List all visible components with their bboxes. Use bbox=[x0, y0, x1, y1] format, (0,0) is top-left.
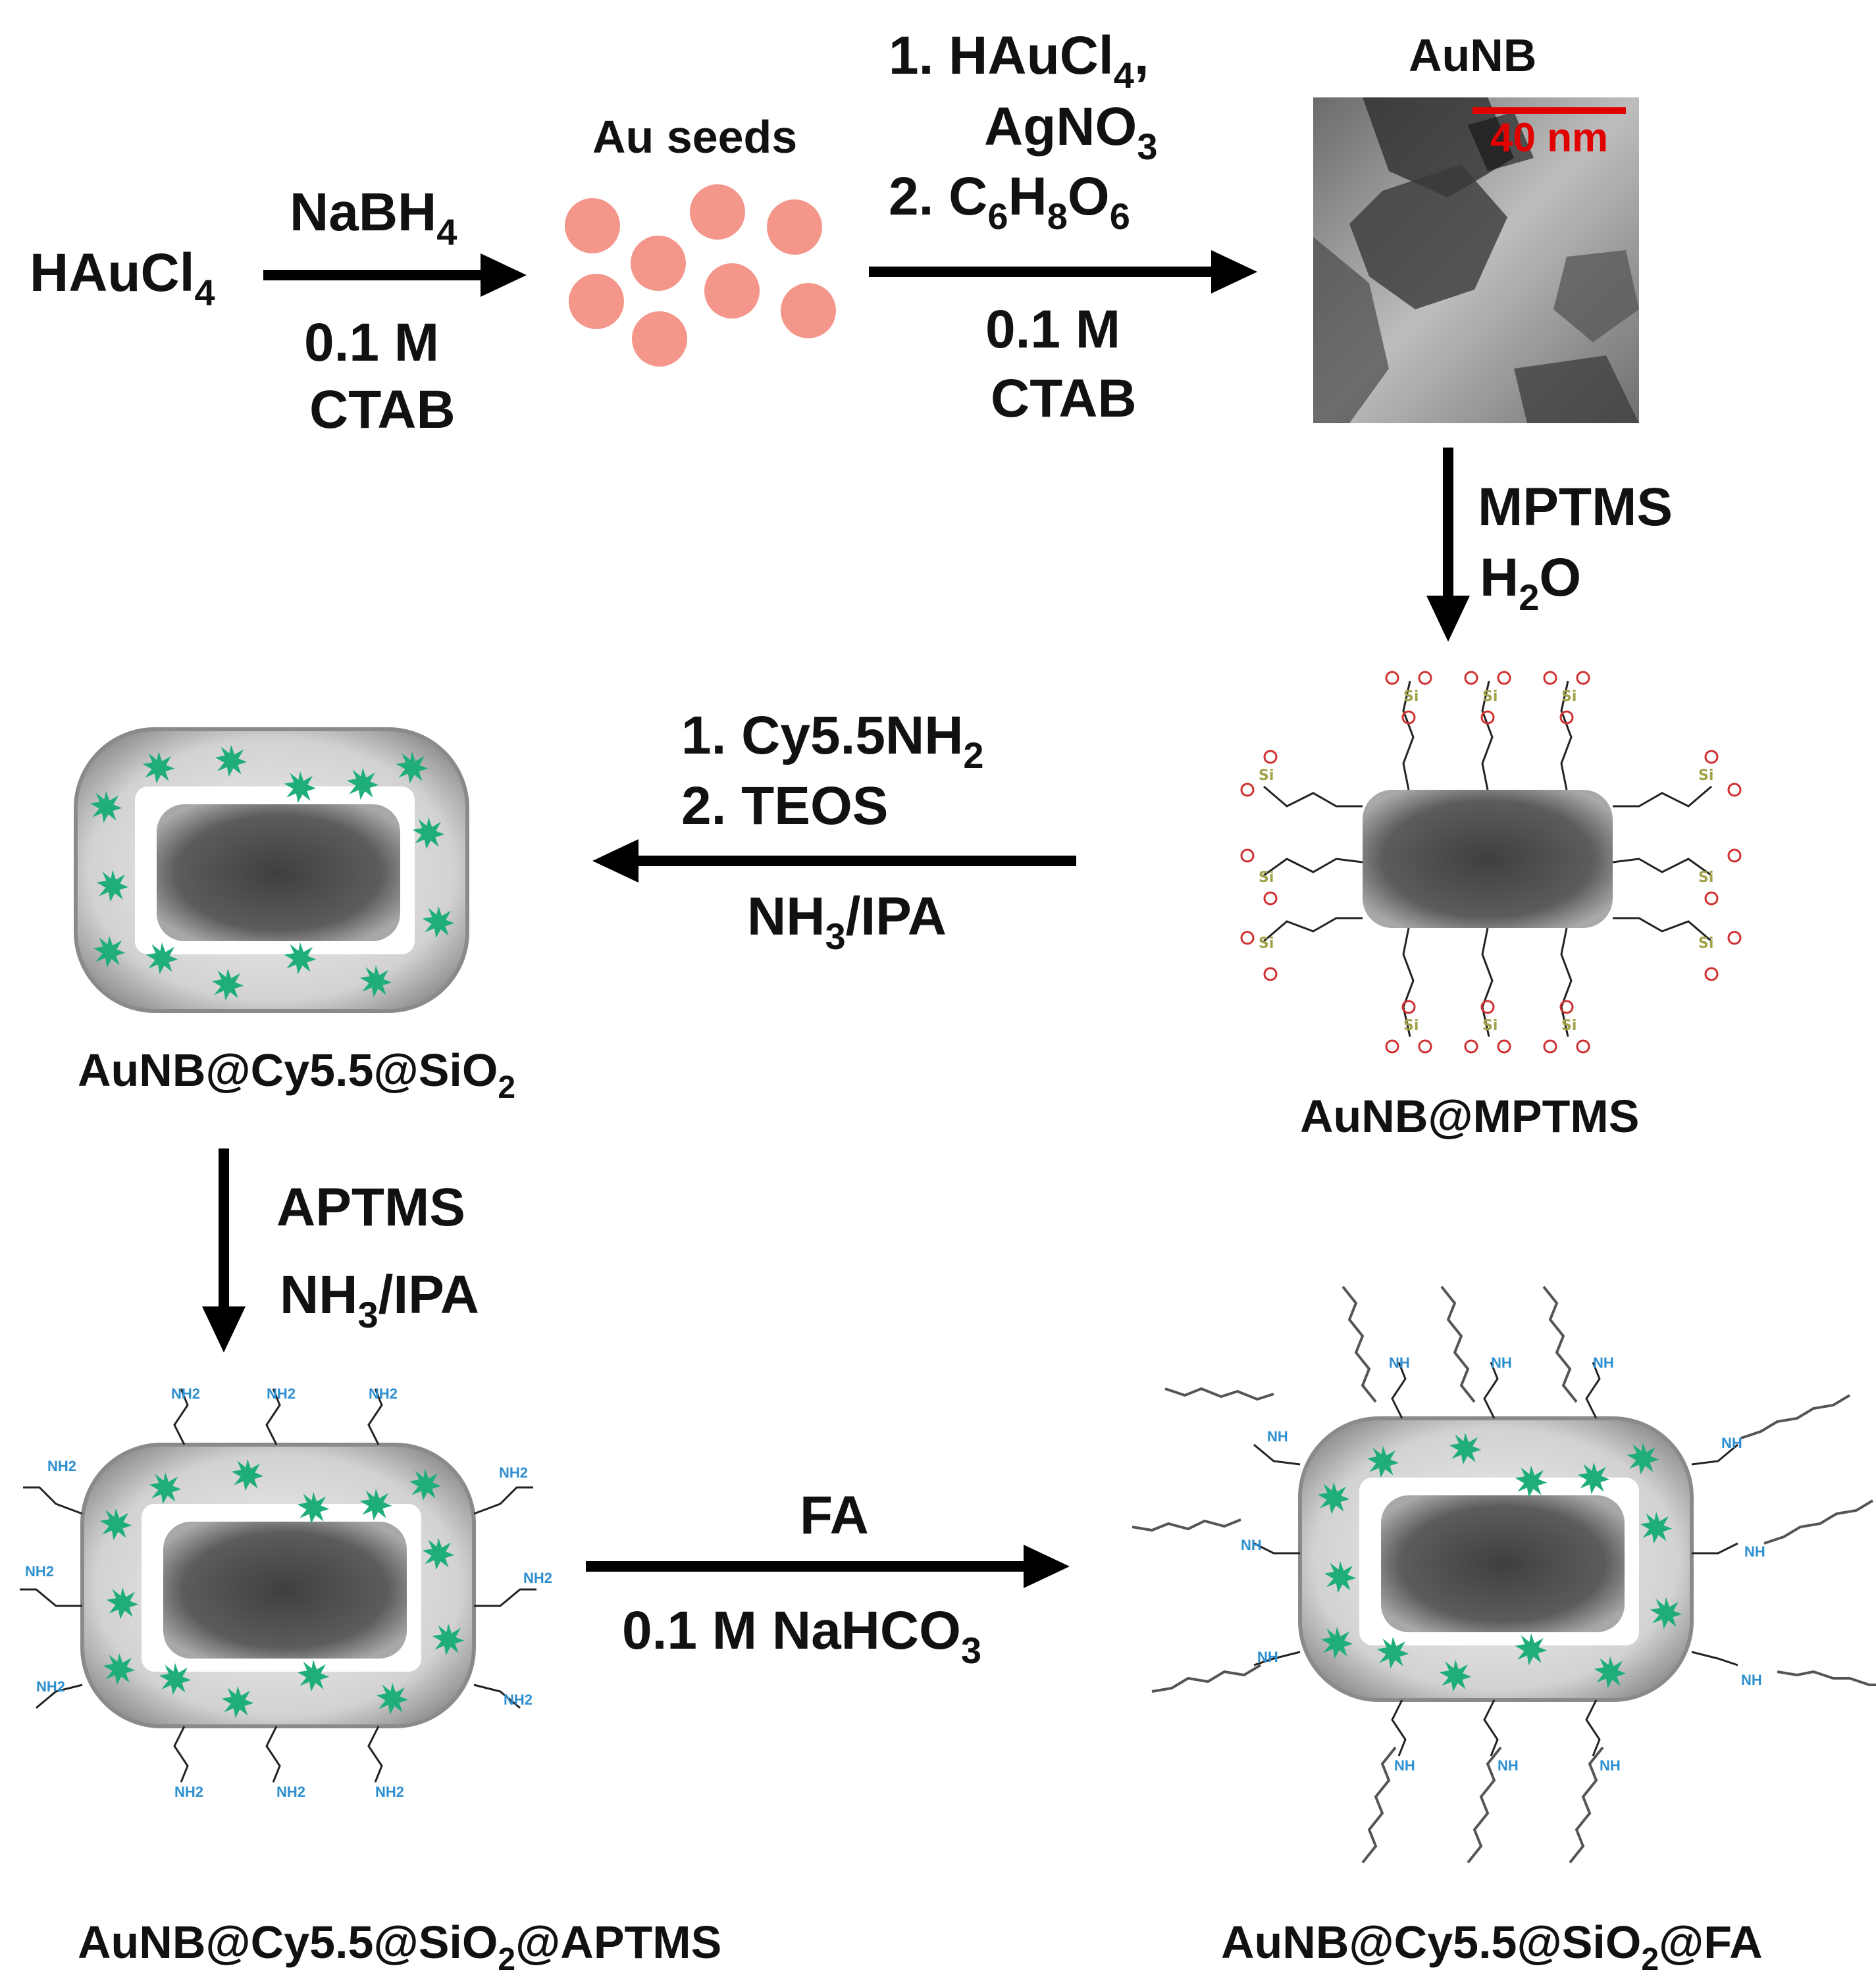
arrow-step6 bbox=[586, 1545, 1070, 1588]
svg-text:NH: NH bbox=[1241, 1537, 1262, 1553]
svg-text:NH: NH bbox=[1498, 1757, 1519, 1774]
step2-surfactant: CTAB bbox=[991, 369, 1137, 428]
aunb-aptms-label: AuNB@Cy5.5@SiO2@APTMS bbox=[78, 1917, 721, 1977]
arrow-step3 bbox=[1426, 448, 1470, 642]
svg-text:NH: NH bbox=[1721, 1435, 1742, 1451]
step6-buffer: 0.1 M NaHCO3 bbox=[622, 1601, 981, 1671]
seed bbox=[767, 199, 822, 255]
svg-text:Si: Si bbox=[1482, 1018, 1498, 1034]
tem-image: 40 nm bbox=[1313, 97, 1639, 423]
seed bbox=[631, 236, 686, 291]
step4-reagent-1: 1. Cy5.5NH2 bbox=[681, 706, 984, 776]
svg-text:NH2: NH2 bbox=[267, 1385, 296, 1402]
step4-solvent: NH3/IPA bbox=[747, 887, 947, 957]
amine-groups: NH2 NH2 NH2 NH2 NH2 NH2 NH2 NH2 NH2 NH2 … bbox=[25, 1385, 552, 1800]
svg-text:Si: Si bbox=[1482, 688, 1498, 705]
svg-text:NH2: NH2 bbox=[523, 1570, 552, 1586]
svg-text:Si: Si bbox=[1698, 767, 1713, 784]
svg-text:NH2: NH2 bbox=[276, 1784, 305, 1800]
svg-text:NH: NH bbox=[1741, 1672, 1762, 1688]
svg-text:Si: Si bbox=[1259, 869, 1274, 886]
gold-core bbox=[163, 1522, 407, 1659]
folate-molecules bbox=[1132, 1285, 1876, 1864]
scale-bar-text: 40 nm bbox=[1490, 115, 1608, 161]
svg-text:NH2: NH2 bbox=[499, 1464, 528, 1481]
svg-text:NH: NH bbox=[1257, 1649, 1278, 1665]
svg-text:NH2: NH2 bbox=[504, 1691, 533, 1708]
svg-text:Si: Si bbox=[1561, 688, 1576, 705]
svg-text:Si: Si bbox=[1403, 688, 1419, 705]
step2-reagent-1: 1. HAuCl4, bbox=[889, 26, 1149, 96]
gold-core bbox=[1363, 790, 1613, 928]
mptms-chains bbox=[1263, 681, 1712, 1037]
svg-text:Si: Si bbox=[1698, 869, 1713, 886]
methoxy-groups bbox=[1240, 671, 1742, 1054]
au-seeds-particles bbox=[565, 184, 836, 367]
aunb-cy55-sio2-particle bbox=[74, 727, 469, 1013]
svg-text:NH2: NH2 bbox=[375, 1784, 404, 1800]
step3-reagent-2: H2O bbox=[1480, 548, 1581, 618]
seed bbox=[632, 311, 687, 367]
svg-text:NH2: NH2 bbox=[25, 1563, 54, 1580]
svg-text:NH: NH bbox=[1744, 1543, 1765, 1560]
svg-text:NH: NH bbox=[1389, 1354, 1410, 1371]
step2-conc: 0.1 M bbox=[985, 299, 1120, 359]
seed bbox=[690, 184, 745, 240]
step2-reagent-2: 2. C6H8O6 bbox=[889, 167, 1130, 237]
aunb-label: AuNB bbox=[1409, 30, 1536, 81]
seed bbox=[704, 263, 760, 319]
gold-core bbox=[157, 804, 400, 941]
nh-groups: NH NH NH NH NH NH NH NH NH NH NH NH bbox=[1241, 1354, 1765, 1774]
aptms-chains bbox=[20, 1388, 536, 1783]
aunb-mptms-label: AuNB@MPTMS bbox=[1300, 1091, 1639, 1142]
svg-text:Si: Si bbox=[1259, 767, 1274, 784]
step2-reagent-1b: AgNO3 bbox=[984, 97, 1157, 167]
svg-text:Si: Si bbox=[1698, 935, 1713, 952]
svg-text:NH: NH bbox=[1267, 1428, 1288, 1445]
svg-text:NH: NH bbox=[1394, 1757, 1415, 1774]
svg-text:NH: NH bbox=[1600, 1757, 1621, 1774]
arrow-step2 bbox=[869, 250, 1257, 294]
svg-text:NH2: NH2 bbox=[47, 1458, 76, 1474]
seed bbox=[781, 283, 836, 338]
step1-surfactant: CTAB bbox=[309, 380, 456, 440]
gold-core bbox=[1381, 1495, 1625, 1632]
svg-text:NH2: NH2 bbox=[174, 1784, 203, 1800]
step4-reagent-2: 2. TEOS bbox=[681, 776, 888, 836]
seed bbox=[569, 274, 624, 329]
svg-text:NH: NH bbox=[1593, 1354, 1614, 1371]
arrow-step5 bbox=[202, 1148, 246, 1353]
svg-text:NH2: NH2 bbox=[171, 1385, 200, 1402]
aunb-fa-particle: NH NH NH NH NH NH NH NH NH NH NH NH bbox=[1132, 1285, 1876, 1864]
aunb-cy55-sio2-label: AuNB@Cy5.5@SiO2 bbox=[78, 1044, 515, 1105]
svg-text:NH2: NH2 bbox=[369, 1385, 398, 1402]
step1-conc: 0.1 M bbox=[304, 313, 439, 373]
step5-reagent-2: NH3/IPA bbox=[280, 1265, 479, 1335]
step6-reagent: FA bbox=[800, 1485, 869, 1545]
arrow-step1 bbox=[263, 253, 527, 297]
aunb-aptms-particle: NH2 NH2 NH2 NH2 NH2 NH2 NH2 NH2 NH2 NH2 … bbox=[20, 1385, 552, 1800]
aunb-mptms-particle: Si Si Si Si Si Si Si Si Si Si Si Si bbox=[1240, 671, 1742, 1054]
aunb-fa-label: AuNB@Cy5.5@SiO2@FA bbox=[1221, 1917, 1763, 1977]
arrow-step4 bbox=[592, 839, 1076, 883]
svg-text:NH: NH bbox=[1491, 1354, 1512, 1371]
step3-reagent-1: MPTMS bbox=[1478, 477, 1673, 537]
fa-linkers bbox=[1253, 1362, 1738, 1757]
svg-text:Si: Si bbox=[1561, 1018, 1576, 1034]
reactant-haucl4: HAuCl4 bbox=[30, 243, 215, 313]
svg-text:NH2: NH2 bbox=[36, 1678, 65, 1695]
au-seeds-label: Au seeds bbox=[592, 111, 797, 163]
reagent-nabh4: NaBH4 bbox=[290, 182, 457, 253]
svg-text:Si: Si bbox=[1259, 935, 1274, 952]
svg-text:Si: Si bbox=[1403, 1018, 1419, 1034]
seed bbox=[565, 198, 620, 253]
step5-reagent-1: APTMS bbox=[276, 1177, 465, 1237]
si-groups: Si Si Si Si Si Si Si Si Si Si Si Si bbox=[1259, 688, 1713, 1034]
